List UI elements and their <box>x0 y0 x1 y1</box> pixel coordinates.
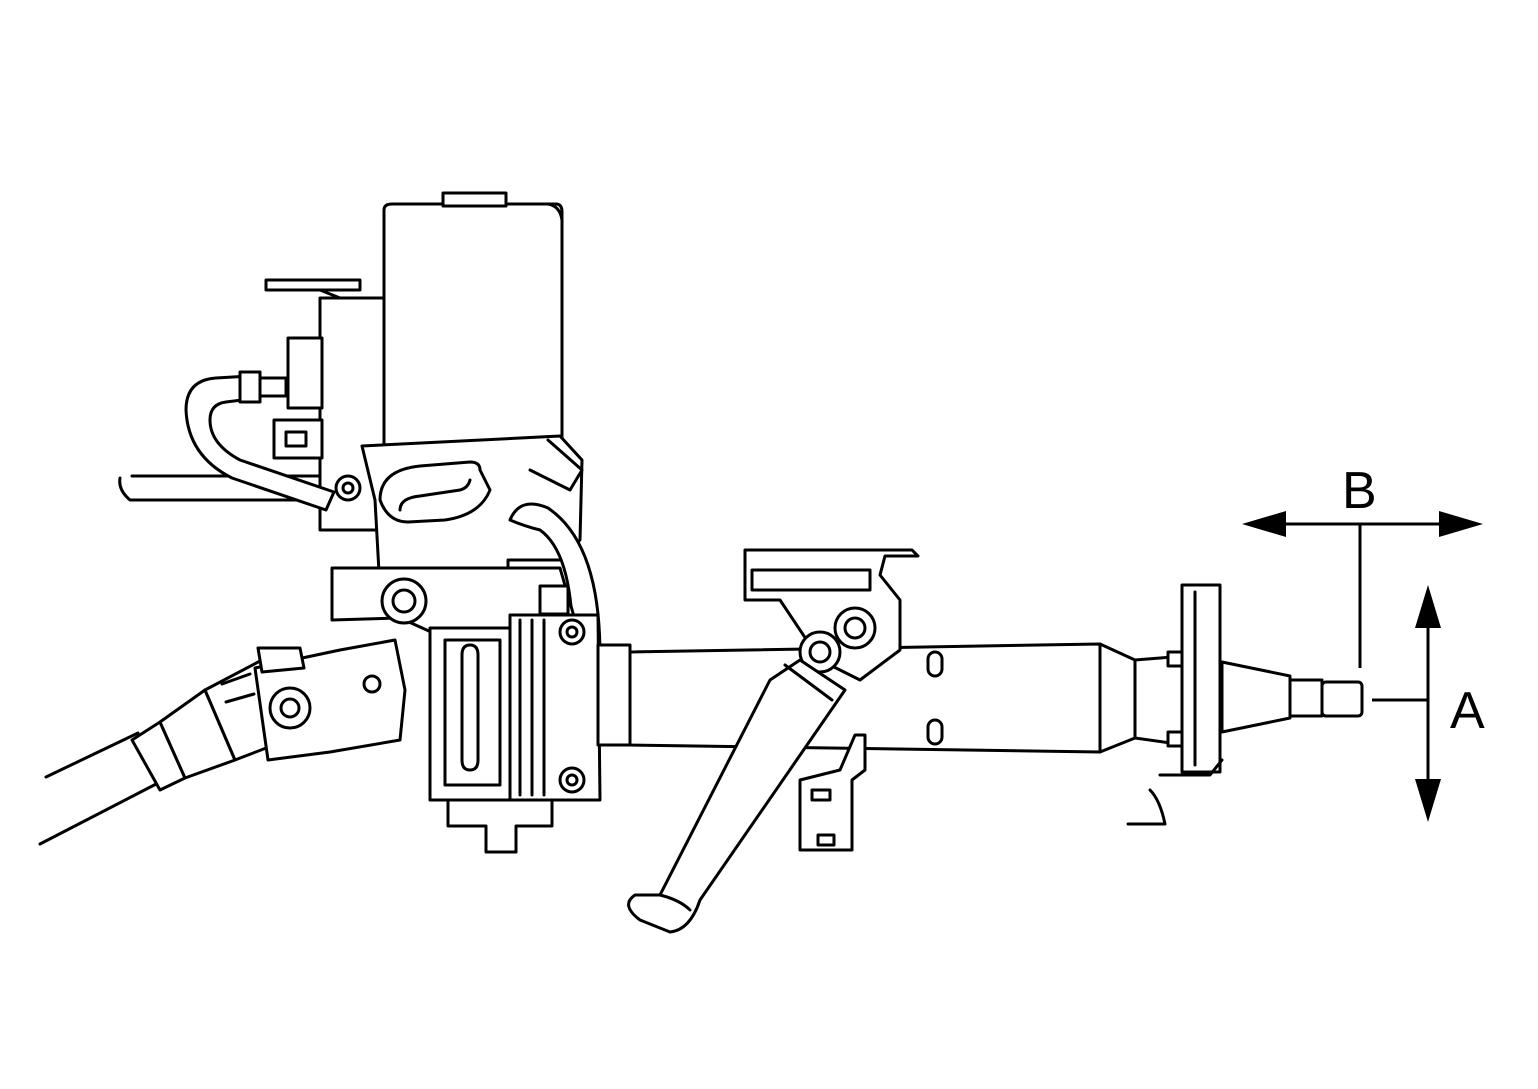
gear-housing <box>334 434 584 592</box>
dimension-b-arrow <box>1242 511 1483 668</box>
intermediate-shaft <box>38 658 302 846</box>
label-a: A <box>1450 682 1485 740</box>
wire-harness <box>118 370 336 512</box>
universal-joint <box>220 638 407 762</box>
label-b: B <box>1342 462 1377 520</box>
upper-shaft <box>1126 583 1364 826</box>
lower-bracket <box>798 733 867 852</box>
tilt-lever <box>627 658 847 934</box>
sensor-housing <box>428 613 602 854</box>
motor <box>382 191 564 448</box>
column-tube <box>596 642 1187 754</box>
dimension-a-arrow <box>1372 585 1441 822</box>
